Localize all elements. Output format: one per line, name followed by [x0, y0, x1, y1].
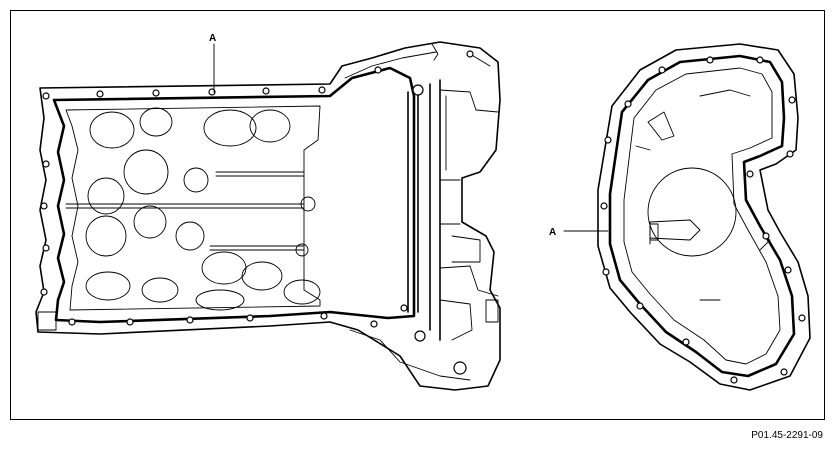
- oil-pan-left: [35, 41, 501, 391]
- oil-pan-outer-contour: [35, 41, 501, 391]
- corner-boss: [37, 311, 57, 331]
- gasket-right-outer-contour: [597, 43, 811, 391]
- oil-pan-ribs: [65, 171, 305, 251]
- gasket-bead-left: [52, 66, 416, 324]
- gasket-right-bolts: [600, 56, 806, 384]
- gasket-right-inner-contour: [623, 67, 781, 365]
- pickup-flange: [649, 223, 659, 241]
- oil-pan-inner-flange: [65, 105, 321, 311]
- callout-label-left: A: [209, 33, 216, 44]
- baffle-tab: [647, 111, 675, 141]
- callout-label-right: A: [549, 227, 556, 238]
- rear-section-rail: [407, 79, 441, 341]
- gasket-right: [597, 43, 811, 391]
- front-flange-detail: [344, 43, 491, 381]
- gasket-bead-right: [608, 54, 796, 378]
- cast-pockets: [85, 107, 321, 311]
- oil-pan-bolts: [40, 50, 474, 375]
- reference-code: P01.45-2291-09: [751, 430, 823, 441]
- oil-pickup-ring: [647, 167, 737, 257]
- rear-section-details: [439, 89, 499, 341]
- inner-rib: [635, 89, 771, 301]
